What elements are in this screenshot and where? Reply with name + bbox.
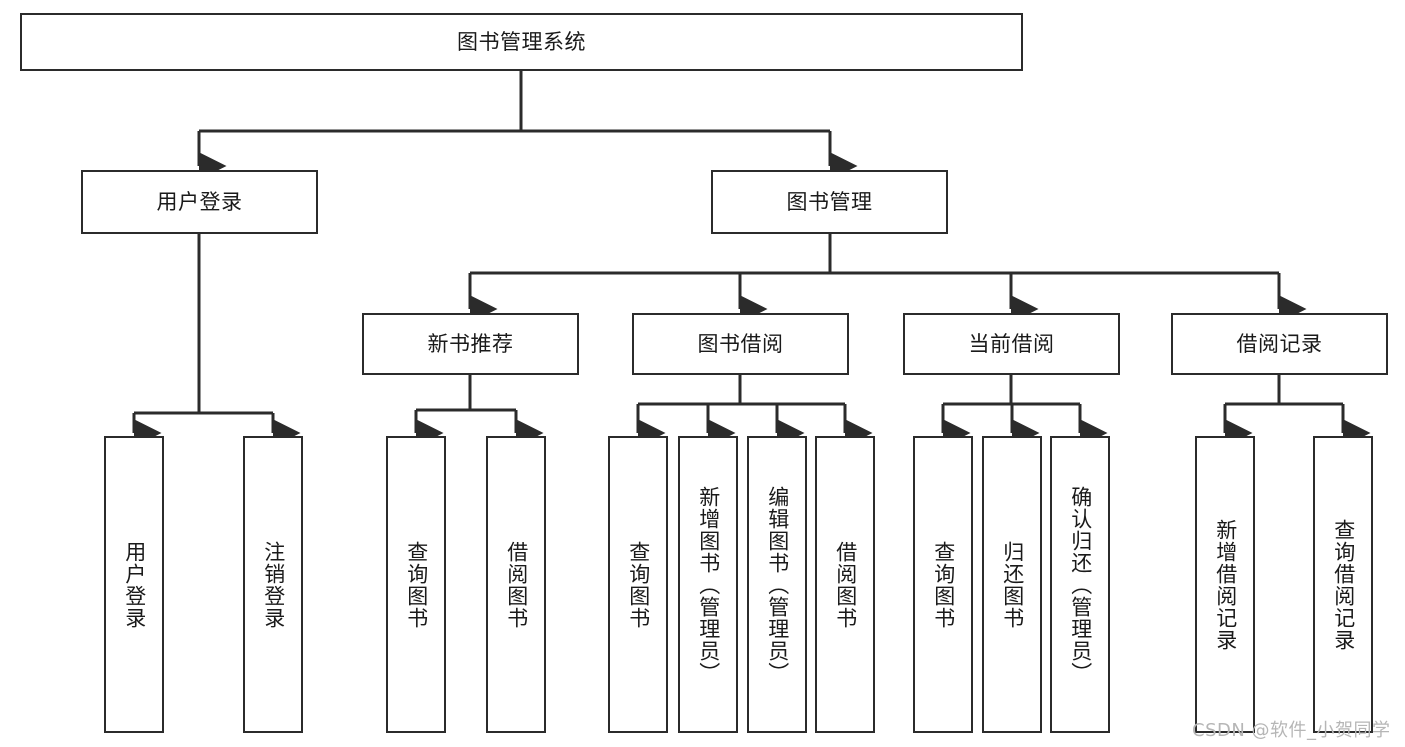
node-root-system[interactable]: 图书管理系统: [20, 13, 1023, 71]
node-label: 注销登录: [261, 540, 286, 629]
node-borrow-record[interactable]: 借阅记录: [1171, 313, 1388, 375]
node-book-management[interactable]: 图书管理: [711, 170, 948, 234]
node-user-login[interactable]: 用户登录: [81, 170, 318, 234]
node-label: 借阅图书: [504, 540, 529, 629]
leaf-user-login[interactable]: 用户登录: [104, 436, 164, 733]
leaf-query-book-borrow[interactable]: 查询图书: [608, 436, 668, 733]
node-label: 查询借阅记录: [1331, 518, 1356, 651]
node-label: 新增借阅记录: [1213, 518, 1238, 651]
csdn-watermark: CSDN @软件_小贺同学: [1192, 720, 1391, 741]
leaf-add-borrow-record[interactable]: 新增借阅记录: [1195, 436, 1255, 733]
node-label: 查询图书: [626, 540, 651, 629]
node-label: 查询图书: [404, 540, 429, 629]
leaf-logout[interactable]: 注销登录: [243, 436, 303, 733]
node-label: 查询图书: [931, 540, 956, 629]
leaf-query-book-current[interactable]: 查询图书: [913, 436, 973, 733]
node-label: 归还图书: [1000, 540, 1025, 629]
leaf-query-borrow-record[interactable]: 查询借阅记录: [1313, 436, 1373, 733]
node-label: 图书借阅: [697, 331, 784, 356]
node-label: 新增图书（管理员）: [696, 485, 721, 684]
node-label: 当前借阅: [968, 331, 1055, 356]
leaf-return-book[interactable]: 归还图书: [982, 436, 1042, 733]
node-current-borrow[interactable]: 当前借阅: [903, 313, 1120, 375]
node-book-borrow[interactable]: 图书借阅: [632, 313, 849, 375]
node-label: 新书推荐: [427, 331, 514, 356]
node-label: 图书管理系统: [457, 29, 586, 54]
node-label: 用户登录: [156, 189, 243, 214]
node-label: 图书管理: [786, 189, 873, 214]
leaf-confirm-return-admin[interactable]: 确认归还（管理员）: [1050, 436, 1110, 733]
leaf-add-book-admin[interactable]: 新增图书（管理员）: [678, 436, 738, 733]
leaf-borrow-book-recommend[interactable]: 借阅图书: [486, 436, 546, 733]
node-label: 确认归还（管理员）: [1068, 485, 1093, 684]
node-label: 编辑图书（管理员）: [765, 485, 790, 684]
node-label: 借阅图书: [833, 540, 858, 629]
leaf-query-book-recommend[interactable]: 查询图书: [386, 436, 446, 733]
node-label: 借阅记录: [1236, 331, 1323, 356]
node-label: 用户登录: [122, 540, 147, 629]
leaf-borrow-book[interactable]: 借阅图书: [815, 436, 875, 733]
node-new-book-recommend[interactable]: 新书推荐: [362, 313, 579, 375]
leaf-edit-book-admin[interactable]: 编辑图书（管理员）: [747, 436, 807, 733]
